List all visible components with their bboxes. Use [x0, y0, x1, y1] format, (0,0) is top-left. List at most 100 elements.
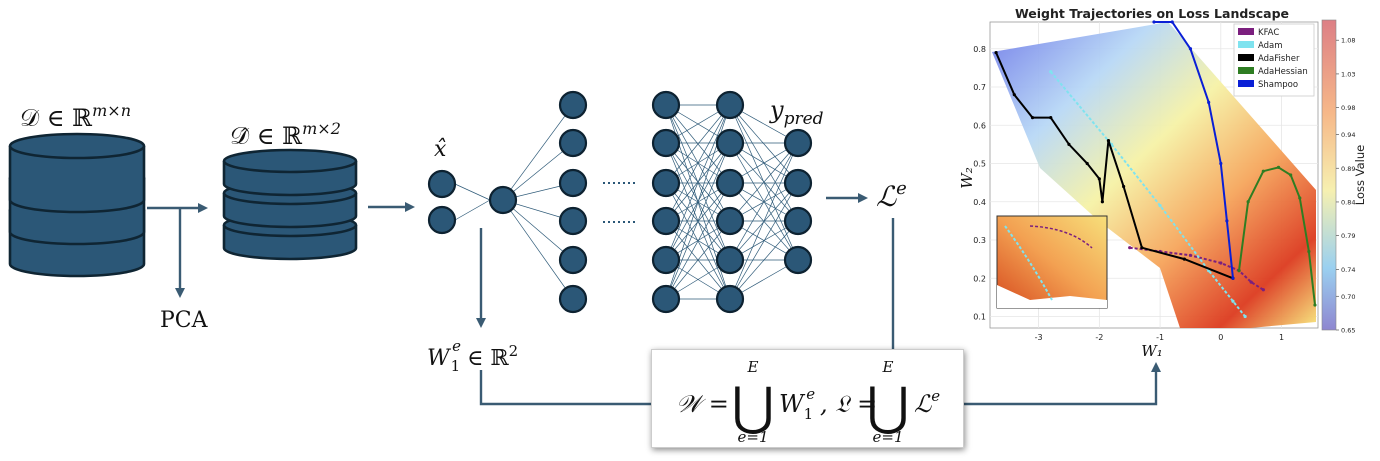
weights-label: W1e∈ ℝ2 [427, 337, 518, 375]
series-point-adafisher [1122, 184, 1126, 189]
y-tick-label: 0.8 [973, 45, 986, 54]
network-node [488, 185, 518, 215]
network-node [715, 168, 745, 198]
network-edge [665, 220, 731, 300]
network-node [783, 206, 813, 236]
network-node [427, 205, 457, 235]
series-point-shampoo [1231, 276, 1235, 280]
to-network-arrow [368, 202, 415, 212]
network-edge [454, 183, 491, 201]
series-point-adahessian [1289, 173, 1293, 177]
series-point-adam [1158, 204, 1162, 208]
network-node [783, 245, 813, 275]
series-point-kfac [1261, 288, 1265, 292]
series-point-adafisher [994, 51, 998, 55]
series-point-adafisher [1030, 116, 1035, 120]
x-tick-label: -3 [1035, 333, 1043, 342]
network-edge [665, 182, 731, 300]
network-node [715, 206, 745, 236]
series-point-adahessian [1246, 200, 1250, 204]
network-node [715, 245, 745, 275]
network-edge [502, 199, 574, 261]
weights-arrow [476, 228, 486, 328]
network-node [651, 168, 681, 198]
legend-label: AdaHessian [1258, 67, 1308, 77]
network-edge [502, 142, 574, 201]
union-symbol: ⋃ [732, 377, 775, 437]
network-edge [665, 104, 731, 261]
network-edge [729, 142, 799, 222]
series-point-kfac [1128, 246, 1132, 250]
network-edge [729, 142, 799, 261]
legend-label: AdaFisher [1258, 54, 1300, 64]
x-axis-label: W₁ [1141, 342, 1162, 360]
legend-swatch [1238, 80, 1254, 87]
y-tick-label: 0.7 [973, 83, 986, 92]
series-point-adahessian [1298, 196, 1302, 200]
series-point-adafisher [1012, 93, 1016, 97]
legend-label: Adam [1258, 41, 1283, 51]
network-node [715, 90, 745, 120]
colorbar-tick-label: 0.94 [1341, 131, 1355, 139]
loss-surface [992, 22, 1316, 328]
formula-upper-2: E [882, 358, 894, 376]
y-tick-label: 0.4 [973, 198, 986, 207]
y-tick-label: 0.3 [973, 236, 986, 245]
series-point-adafisher [1100, 200, 1104, 204]
x-tick-label: -1 [1156, 333, 1164, 342]
x-tick-label: 0 [1218, 333, 1223, 342]
ellipsis-dots [603, 182, 637, 223]
dataset-disk [8, 132, 146, 214]
series-point-shampoo [1170, 20, 1174, 24]
y-tick-label: 0.2 [973, 274, 986, 283]
y-tick-label: 0.1 [973, 313, 986, 322]
formula-l-lhs: , 𝔏 = [820, 390, 877, 418]
network-edge [729, 220, 799, 300]
series-point-adam [1049, 70, 1053, 74]
feedback-connectors [479, 218, 1161, 406]
network-node [651, 206, 681, 236]
network-node [651, 128, 681, 158]
colorbar-label: Loss Value [1353, 145, 1367, 205]
network-node [651, 245, 681, 275]
series-point-shampoo [1225, 219, 1229, 223]
series-point-adafisher [1049, 116, 1053, 120]
network-node [783, 128, 813, 158]
series-point-shampoo [1207, 100, 1211, 104]
colorbar-tick-label: 0.84 [1341, 198, 1355, 206]
network-edge [665, 104, 731, 184]
network-edge [665, 142, 731, 300]
legend-swatch [1238, 67, 1254, 74]
legend-swatch [1238, 54, 1254, 61]
network-node [651, 90, 681, 120]
y-ticks: 0.10.20.30.40.50.60.70.8 [973, 45, 986, 322]
network-edge [665, 104, 731, 222]
loss-arrow [826, 193, 868, 203]
formula-upper-1: E [747, 358, 759, 376]
colorbar-tick-label: 0.70 [1341, 293, 1355, 301]
network-node [558, 168, 588, 198]
network-edge [729, 104, 799, 184]
network-edge [502, 199, 574, 300]
series-point-adafisher [1182, 257, 1186, 261]
formula-lower-2: e=1 [873, 428, 904, 446]
network-nodes [427, 90, 813, 314]
series-point-adahessian [1261, 169, 1265, 173]
network-node [558, 90, 588, 120]
formula-w-lhs: 𝒲 = [676, 390, 729, 418]
colorbar-tick-label: 0.79 [1341, 232, 1355, 240]
formula-box: 𝒲 = E ⋃ e=1 W1e , 𝔏 = E ⋃ e=1 ℒe [651, 349, 964, 448]
network-edge [502, 104, 574, 201]
network-node [427, 169, 457, 199]
series-line-adahessian [1238, 166, 1316, 306]
colorbar-tick-label: 1.03 [1341, 70, 1355, 78]
colorbar [1321, 19, 1337, 331]
network-node [783, 168, 813, 198]
series-point-adafisher [1140, 246, 1144, 250]
series-line-adam [1049, 71, 1246, 318]
series-point-shampoo [1188, 47, 1193, 51]
dataset-label: 𝒟 ∈ ℝm×n [20, 101, 131, 132]
pca-label: PCA [160, 308, 209, 333]
